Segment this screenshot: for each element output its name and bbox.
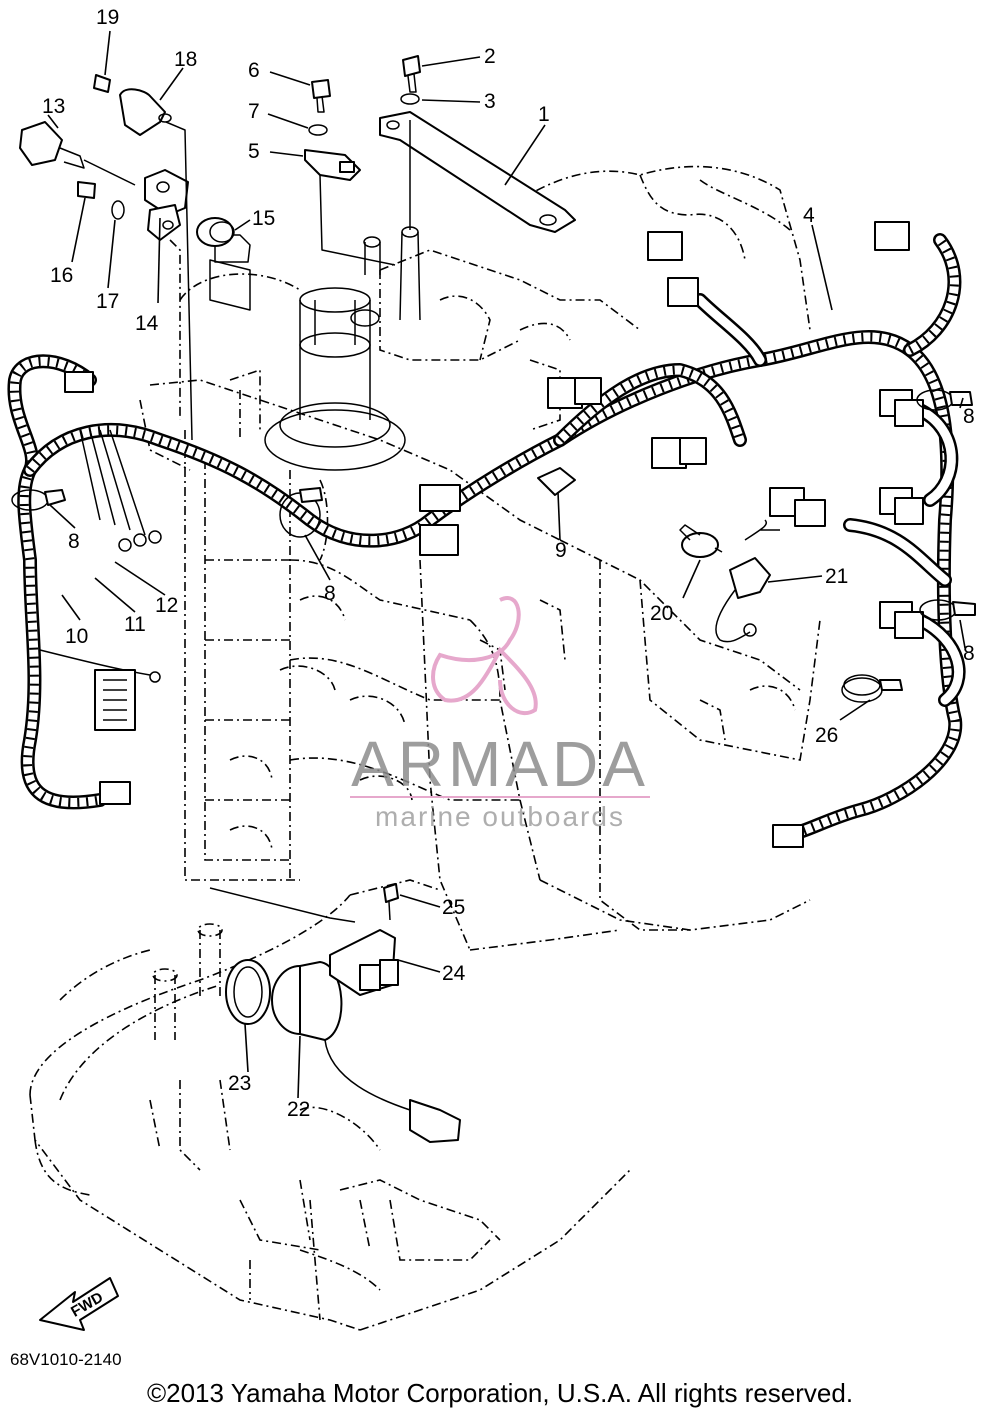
label-8a: 8: [963, 405, 975, 428]
label-22: 22: [287, 1098, 310, 1121]
label-1: 1: [538, 103, 550, 126]
label-20: 20: [650, 602, 673, 625]
watermark-tagline: marine outboards: [375, 801, 625, 832]
clamps: [11, 389, 976, 621]
label-19: 19: [96, 6, 119, 29]
label-4: 4: [803, 204, 815, 227]
label-3: 3: [484, 90, 496, 113]
label-11: 11: [124, 613, 146, 636]
label-8c: 8: [324, 582, 336, 605]
connectors: [64, 221, 924, 848]
label-25: 25: [442, 896, 465, 919]
wire-harness: [7, 233, 966, 842]
label-12: 12: [155, 594, 178, 617]
label-17: 17: [96, 290, 119, 313]
label-2: 2: [484, 45, 496, 68]
copyright-notice: ©2013 Yamaha Motor Corporation, U.S.A. A…: [146, 1378, 854, 1408]
label-16: 16: [50, 264, 73, 287]
label-7: 7: [248, 100, 260, 123]
label-10: 10: [65, 625, 88, 648]
diagram-code: 68V1010-2140: [10, 1350, 122, 1369]
label-9: 9: [555, 539, 567, 562]
label-13: 13: [42, 95, 65, 118]
label-15: 15: [252, 207, 275, 230]
armada-logo-icon: [431, 596, 538, 716]
label-26: 26: [815, 724, 838, 747]
label-5: 5: [248, 140, 260, 163]
label-8b: 8: [68, 530, 80, 553]
bottom-parts: [209, 883, 461, 1143]
leader-lines: [47, 30, 966, 1099]
left-sensor-group: [19, 74, 235, 441]
watermark: ARMADA marine outboards: [350, 596, 650, 832]
engine-block-outline: [139, 165, 821, 951]
label-24: 24: [442, 962, 466, 985]
watermark-brand: ARMADA: [351, 728, 649, 800]
label-8d: 8: [963, 642, 975, 665]
sensor-right-group: [537, 467, 903, 703]
crankshaft-top: [179, 226, 421, 471]
label-23: 23: [228, 1072, 251, 1095]
fwd-marker: FWD: [39, 1277, 119, 1331]
part-labels: 1 2 3 4 5 6 7 8 8 8 8 9 10 11 12 13 14 1…: [42, 6, 975, 1121]
bottom-cowling: [29, 879, 631, 1331]
top-hardware: [304, 55, 576, 266]
label-14: 14: [135, 312, 159, 335]
label-6: 6: [248, 59, 260, 82]
label-18: 18: [174, 48, 197, 71]
label-21: 21: [825, 565, 848, 588]
